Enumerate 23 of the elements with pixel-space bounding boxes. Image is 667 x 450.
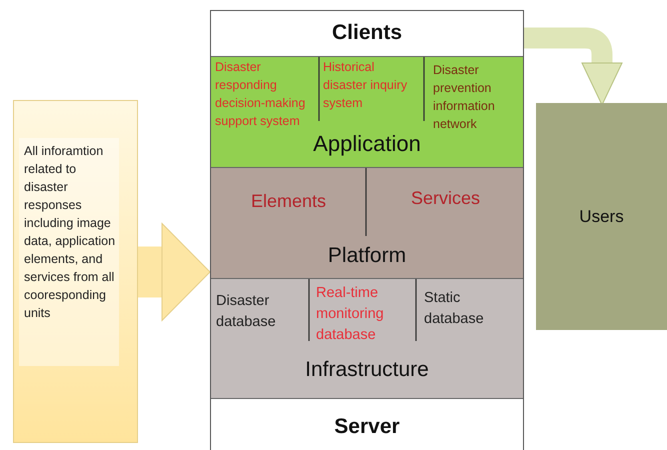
platform-layer: [211, 168, 523, 279]
component-label: Real-time monitoring database: [316, 283, 414, 349]
layer-title: Server: [333, 415, 401, 439]
description-text: All inforamtion related to disaster responses including image data, application elements, and services from all cooresponding units: [19, 138, 119, 366]
application-layer: [211, 57, 523, 168]
component-label: Services: [373, 188, 518, 214]
layer-title: Application: [312, 131, 422, 157]
infrastructure-layer: [211, 279, 523, 399]
component-label: Static database: [424, 288, 520, 334]
layer-title: Clients: [330, 21, 403, 45]
component-label: Disaster responding decision-making support system: [215, 58, 321, 134]
component-label: Disaster database: [216, 291, 308, 337]
info-box: [13, 100, 138, 443]
component-label: Disaster prevention information network: [433, 61, 521, 135]
node-label: Users: [579, 206, 624, 226]
block-arrow: [138, 223, 210, 321]
users-box: [536, 103, 667, 330]
layer-title: Platform: [326, 244, 408, 268]
component-label: Historical disaster inquiry system: [323, 58, 417, 114]
layer-title: Infrastructure: [304, 358, 430, 382]
block-arrow: [523, 28, 622, 106]
component-label: Elements: [221, 191, 356, 217]
layer-stack: [210, 10, 524, 450]
